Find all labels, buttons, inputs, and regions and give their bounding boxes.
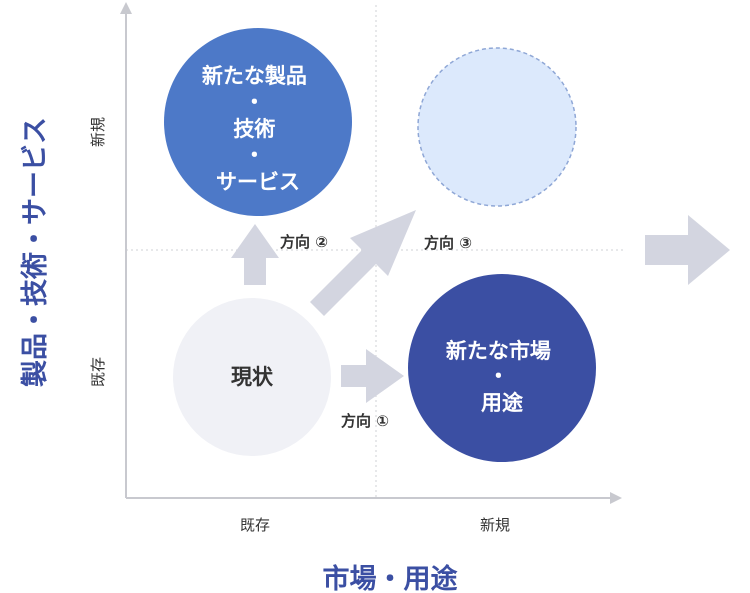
y-axis-title: 製品・技術・サービス [20,117,51,387]
right-arrow-icon [341,349,404,403]
new-product-circle [164,28,352,216]
x-axis-arrowhead-icon [610,492,622,504]
direction-1-label: 方向 ① [341,412,389,430]
x-tick-existing: 既存 [240,516,270,534]
new-market-circle [408,274,596,462]
y-axis-arrowhead-icon [120,2,132,14]
direction-3-label: 方向 ③ [424,234,472,252]
new-market-circle-label: 新たな市場 ・ 用途 [446,339,558,415]
large-right-arrow-icon [645,215,730,285]
current-state-circle [173,298,331,456]
current-state-label: 現状 [231,365,274,389]
x-tick-new: 新規 [480,516,510,534]
new-product-circle-label: 新たな製品 ・ 技術 ・ サービス [202,64,314,194]
x-axis-title: 市場・用途 [323,563,459,593]
direction-2-label: 方向 ② [280,233,328,251]
diagonal-arrow-icon [310,210,416,316]
y-tick-new: 新規 [89,117,107,147]
y-tick-existing: 既存 [89,357,107,387]
up-arrow-icon [231,224,279,285]
diversification-circle [417,47,577,207]
